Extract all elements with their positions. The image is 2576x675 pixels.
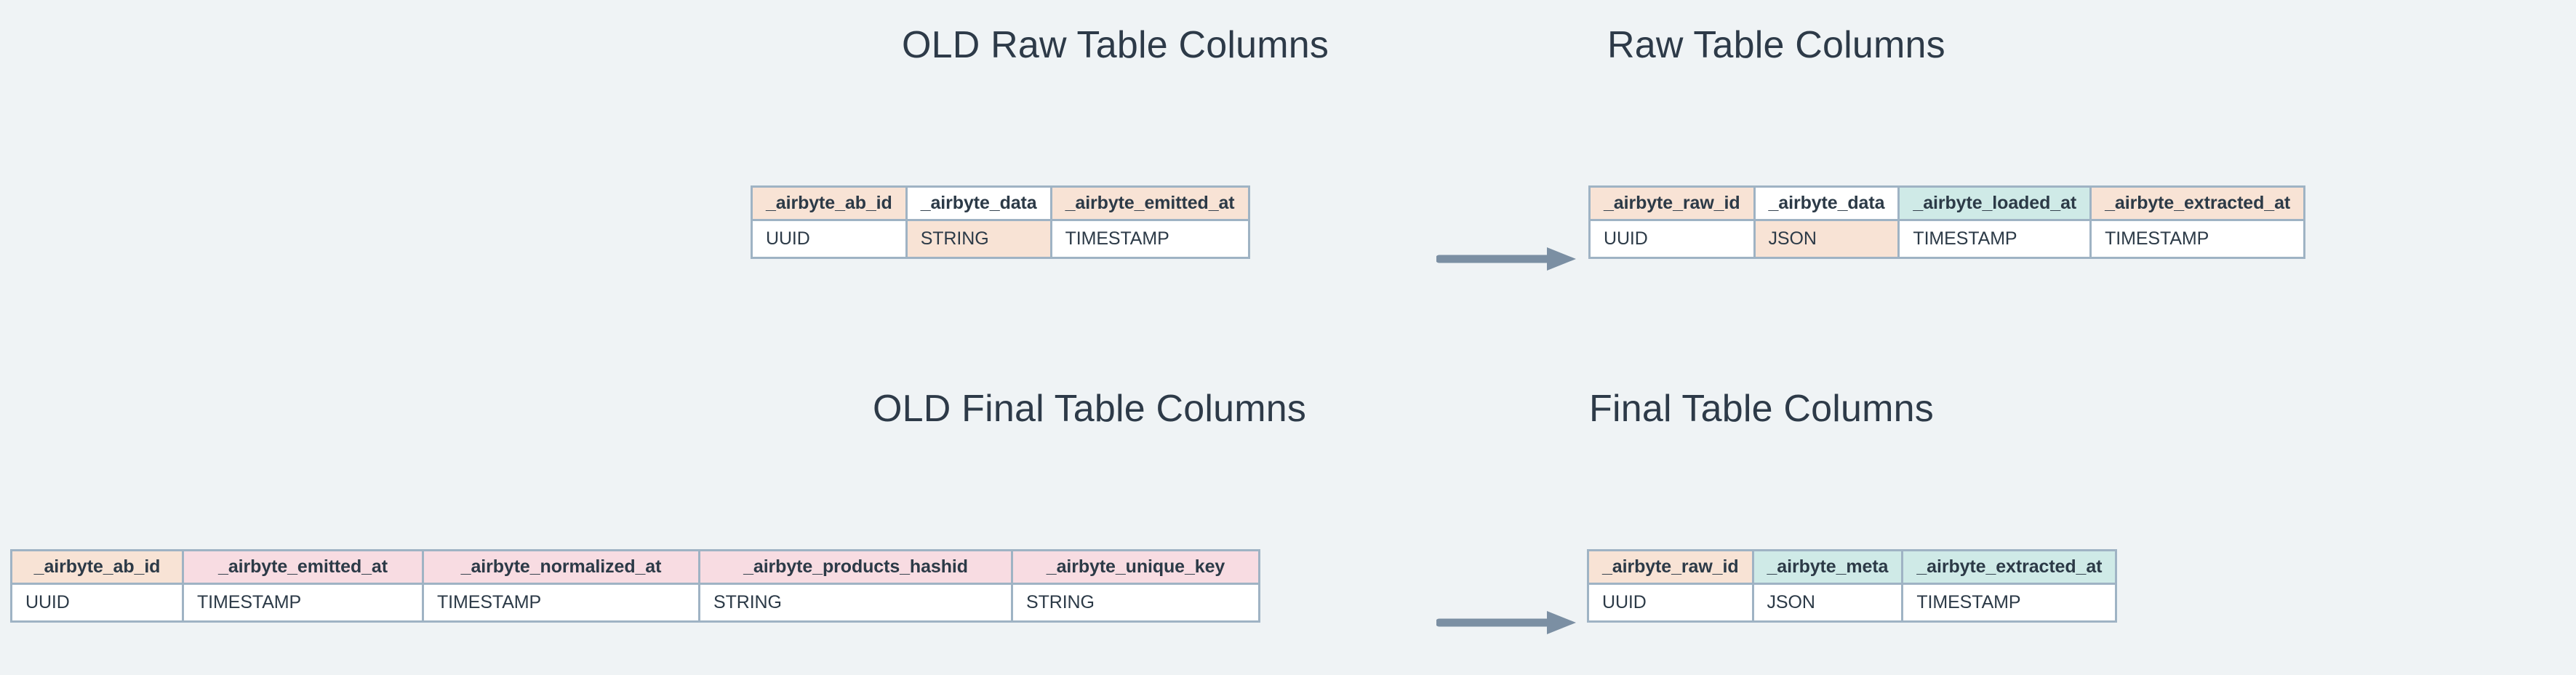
title-old-raw-table-columns: OLD Raw Table Columns xyxy=(902,24,1329,66)
column-type-cell: TIMESTAMP xyxy=(2089,219,2306,259)
column-header-cell: _airbyte_raw_id xyxy=(1587,549,1754,585)
table-raw-columns: _airbyte_raw_id_airbyte_data_airbyte_loa… xyxy=(1588,185,2306,259)
column-type-cell: STRING xyxy=(698,583,1013,623)
column-header-cell: _airbyte_data xyxy=(905,185,1052,221)
title-raw-table-columns: Raw Table Columns xyxy=(1607,24,1945,66)
column-type-cell: TIMESTAMP xyxy=(1897,219,2092,259)
table-final-columns: _airbyte_raw_id_airbyte_meta_airbyte_ext… xyxy=(1587,549,2118,623)
arrow-right-icon-final xyxy=(1436,608,1579,637)
column-header-cell: _airbyte_emitted_at xyxy=(1049,185,1250,221)
column-type-cell: TIMESTAMP xyxy=(182,583,424,623)
table-old-final-columns: _airbyte_ab_id_airbyte_emitted_at_airbyt… xyxy=(10,549,1260,623)
column-type-cell: UUID xyxy=(10,583,184,623)
column-type-cell: JSON xyxy=(1753,219,1900,259)
column-type-cell: UUID xyxy=(751,219,908,259)
column-type-cell: TIMESTAMP xyxy=(1049,219,1250,259)
table-header-row: _airbyte_ab_id_airbyte_emitted_at_airbyt… xyxy=(10,549,1260,585)
table-header-row: _airbyte_ab_id_airbyte_data_airbyte_emit… xyxy=(751,185,1250,221)
arrow-right-icon-raw xyxy=(1436,244,1579,273)
column-header-cell: _airbyte_unique_key xyxy=(1011,549,1260,585)
title-old-final-table-columns: OLD Final Table Columns xyxy=(873,388,1307,430)
column-header-cell: _airbyte_loaded_at xyxy=(1897,185,2092,221)
column-type-cell: JSON xyxy=(1751,583,1904,623)
column-header-cell: _airbyte_meta xyxy=(1751,549,1904,585)
column-type-cell: UUID xyxy=(1587,583,1754,623)
column-header-cell: _airbyte_normalized_at xyxy=(422,549,700,585)
column-header-cell: _airbyte_data xyxy=(1753,185,1900,221)
column-header-cell: _airbyte_extracted_at xyxy=(2089,185,2306,221)
column-header-cell: _airbyte_emitted_at xyxy=(182,549,424,585)
column-type-cell: STRING xyxy=(905,219,1052,259)
column-header-cell: _airbyte_products_hashid xyxy=(698,549,1013,585)
column-header-cell: _airbyte_ab_id xyxy=(751,185,908,221)
column-type-cell: UUID xyxy=(1588,219,1756,259)
table-old-raw-columns: _airbyte_ab_id_airbyte_data_airbyte_emit… xyxy=(751,185,1250,259)
table-header-row: _airbyte_raw_id_airbyte_meta_airbyte_ext… xyxy=(1587,549,2118,585)
column-type-cell: TIMESTAMP xyxy=(1901,583,2118,623)
column-type-cell: STRING xyxy=(1011,583,1260,623)
column-header-cell: _airbyte_ab_id xyxy=(10,549,184,585)
title-final-table-columns: Final Table Columns xyxy=(1589,388,1934,430)
table-header-row: _airbyte_raw_id_airbyte_data_airbyte_loa… xyxy=(1588,185,2306,221)
column-header-cell: _airbyte_extracted_at xyxy=(1901,549,2118,585)
column-type-cell: TIMESTAMP xyxy=(422,583,700,623)
column-header-cell: _airbyte_raw_id xyxy=(1588,185,1756,221)
